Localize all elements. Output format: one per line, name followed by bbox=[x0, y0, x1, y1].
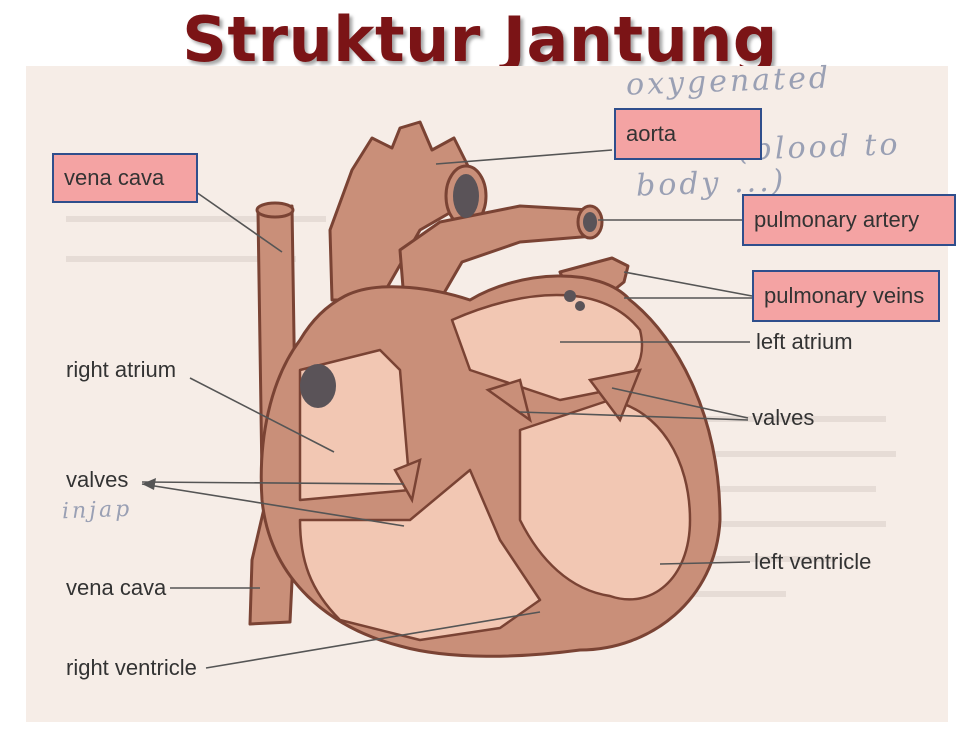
pulmonary-vein-lumen-1 bbox=[564, 290, 576, 302]
label-vena-cava-top: vena cava bbox=[52, 153, 198, 203]
leader-valves-left-2 bbox=[141, 483, 405, 527]
label-left-ventricle: left ventricle bbox=[754, 549, 872, 574]
handwritten-line-1: oxygenated bbox=[625, 60, 832, 103]
arrowhead-valves-left bbox=[142, 478, 156, 490]
label-vena-cava-bottom: vena cava bbox=[66, 575, 167, 600]
label-valves-left: valves bbox=[66, 467, 129, 492]
leader-pulmonary-veins-1 bbox=[623, 271, 753, 297]
label-pulmonary-veins: pulmonary veins bbox=[752, 270, 940, 322]
vena-cava-lumen bbox=[300, 364, 336, 408]
valve-flap-2 bbox=[587, 368, 643, 423]
label-right-atrium: right atrium bbox=[66, 357, 177, 382]
label-left-atrium: left atrium bbox=[756, 329, 853, 354]
leader-aorta bbox=[435, 149, 613, 165]
leader-right-ventricle bbox=[205, 611, 541, 669]
pulmonary-vein-lumen-2 bbox=[575, 301, 585, 311]
leader-left-ventricle bbox=[659, 561, 751, 565]
leader-valves-right-2 bbox=[519, 411, 749, 421]
slide-title: Struktur Jantung bbox=[182, 3, 778, 76]
label-pulmonary-artery: pulmonary artery bbox=[742, 194, 956, 246]
leader-vena-cava-top bbox=[195, 191, 283, 253]
label-valves-right: valves bbox=[752, 405, 815, 430]
label-aorta: aorta bbox=[614, 108, 762, 160]
vena-cava-top-opening bbox=[255, 201, 295, 219]
leader-valves-right-1 bbox=[611, 387, 749, 419]
aorta-lumen bbox=[453, 174, 479, 218]
label-right-ventricle: right ventricle bbox=[66, 655, 197, 680]
valve-flap-1 bbox=[393, 457, 422, 504]
valve-flap-3 bbox=[485, 378, 533, 423]
handwritten-margin-note: injap bbox=[61, 496, 133, 525]
leader-valves-left-1 bbox=[141, 481, 405, 485]
left-ventricle-chamber bbox=[518, 398, 692, 601]
leader-right-atrium bbox=[189, 377, 335, 453]
right-ventricle-chamber bbox=[298, 468, 542, 642]
pulmonary-artery-lumen bbox=[583, 212, 597, 232]
